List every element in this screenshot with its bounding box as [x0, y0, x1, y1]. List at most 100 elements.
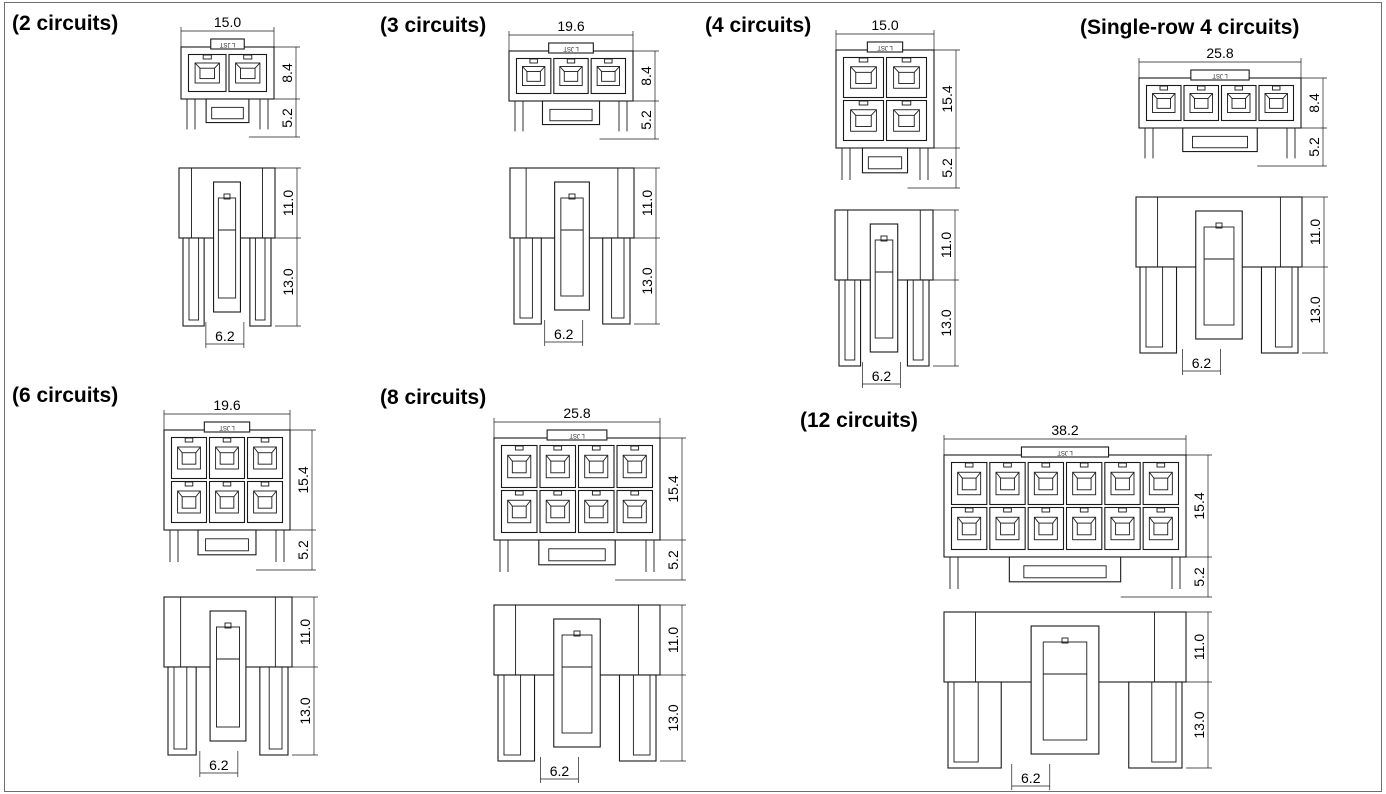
dimension-latch: 5.2: [1120, 557, 1212, 598]
terminal-slot: [588, 505, 604, 519]
dim-pitch-label: 6.2: [550, 763, 570, 779]
chamfer: [641, 454, 647, 462]
terminal-slot: [855, 114, 872, 127]
cavity-outline: [228, 53, 268, 93]
chamfer: [1090, 471, 1097, 479]
dimension-side: 11.013.0: [1186, 611, 1212, 769]
dim-pitch-label: 6.2: [554, 326, 574, 342]
circuit-number-tab: [260, 437, 270, 443]
circuit-cavity: [170, 480, 208, 524]
lock-arm: [209, 610, 247, 742]
lock-section: [841, 147, 929, 180]
dim-width-label: 38.2: [1051, 422, 1078, 438]
lock-arm-inner: [1042, 641, 1088, 741]
cavity-window: [559, 66, 583, 86]
dim-pitch-label: 6.2: [1192, 355, 1212, 371]
chamfer: [957, 516, 963, 524]
lock-section: [514, 100, 628, 132]
terminal-slot: [1269, 97, 1284, 109]
circuit-cavity: [539, 444, 577, 489]
cavity-outline: [885, 99, 928, 142]
cavity-outline: [616, 444, 654, 489]
circuit-number-tab: [1156, 507, 1166, 513]
cavity-window: [1072, 516, 1097, 541]
lock-claw: [223, 193, 231, 200]
dim-latch-label: 5.2: [279, 108, 295, 128]
lower-leg: [1260, 266, 1299, 354]
chamfer: [1148, 516, 1155, 524]
chamfer: [1033, 471, 1040, 479]
cavity-window: [622, 454, 647, 479]
cavity-window: [1110, 516, 1135, 541]
chamfer: [215, 446, 221, 454]
circuit-cavity: [208, 436, 246, 480]
dimension-latch: 5.2: [907, 148, 960, 189]
cavity-window: [893, 109, 920, 132]
cavity-outline: [590, 57, 627, 95]
chamfer: [271, 446, 277, 454]
dim-upper-label: 11.0: [938, 232, 954, 258]
lock-arm-inner: [1203, 226, 1235, 326]
leg-inner: [1145, 266, 1164, 348]
lock-window: [549, 108, 593, 122]
lock-window: [211, 106, 244, 120]
terminal-slot: [961, 522, 977, 536]
chamfer: [507, 499, 513, 507]
cavity-outline: [1258, 84, 1295, 122]
lock-arm: [1030, 625, 1100, 755]
connector-group: (3 circuits): [380, 14, 486, 37]
terminal-slot: [961, 477, 977, 491]
circuit-cavity: [1104, 506, 1141, 551]
dim-upper-label: 11.0: [665, 627, 681, 653]
cavity-outline: [950, 506, 988, 551]
chamfer: [641, 499, 647, 507]
cavity-window: [545, 499, 570, 524]
cavity-outline: [577, 489, 615, 534]
lower-leg: [497, 674, 536, 762]
circuit-number-tab: [604, 58, 613, 64]
cavity-outline: [500, 489, 538, 534]
dimension-side: 11.013.0: [660, 604, 686, 762]
circuit-number-tab: [1041, 507, 1051, 513]
chamfer: [1110, 471, 1116, 479]
terminal-slot: [1076, 477, 1092, 491]
cavity-outline: [1220, 84, 1257, 122]
lock-arm-body: [553, 618, 601, 748]
lock-claw: [880, 235, 888, 242]
chamfer: [507, 454, 513, 462]
dimension-height: 15.4: [660, 437, 686, 541]
lower-leg: [1128, 681, 1183, 769]
terminal-slot: [1194, 97, 1209, 109]
terminal-slot: [181, 452, 197, 465]
mould-mark: L JST: [563, 45, 579, 51]
circuit-cavity: [1183, 84, 1220, 122]
chamfer: [1170, 93, 1176, 99]
cavity-window: [850, 109, 877, 132]
terminal-slot: [898, 114, 915, 127]
circuit-number-tab: [553, 445, 563, 451]
circuit-cavity: [1065, 506, 1103, 551]
circuit-number-tab: [1079, 462, 1089, 468]
dim-pitch-label: 6.2: [209, 757, 229, 773]
circuit-cavity: [500, 489, 538, 534]
lower-leg: [906, 279, 930, 367]
chamfer: [564, 499, 570, 507]
terminal-slot: [1038, 522, 1054, 536]
cavity-outline: [539, 489, 577, 534]
lock-frame: [541, 100, 601, 126]
chamfer: [525, 499, 532, 507]
cavity-outline: [989, 461, 1026, 506]
cavity-outline: [515, 57, 552, 95]
circuit-number-tab: [529, 58, 538, 64]
dim-width-label: 15.0: [214, 14, 241, 30]
dimension-pitch: 6.2: [199, 751, 239, 777]
group-title: (6 circuits): [12, 384, 118, 407]
terminal-slot: [550, 505, 566, 519]
cavity-window: [584, 499, 609, 524]
circuit-number-tab: [1234, 85, 1243, 91]
lock-arm-inner: [874, 239, 894, 339]
